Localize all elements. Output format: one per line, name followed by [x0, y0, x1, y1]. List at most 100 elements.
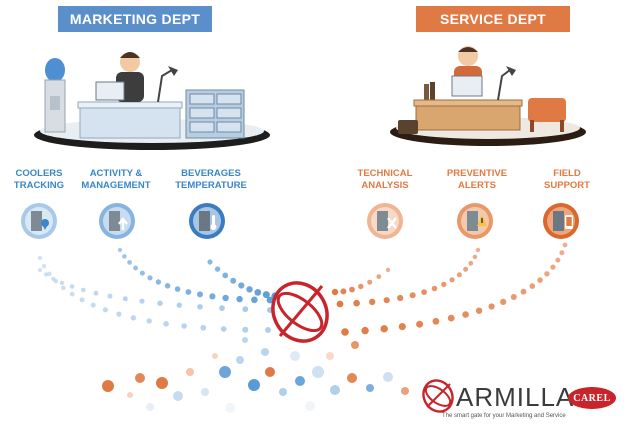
flow-dot	[248, 379, 260, 391]
flow-dot	[146, 403, 154, 411]
flow-dot	[242, 306, 249, 313]
flow-dot	[544, 271, 550, 277]
flow-dot	[51, 276, 56, 281]
flow-dot	[163, 321, 169, 327]
flow-dot	[265, 327, 271, 333]
flow-dot	[475, 307, 483, 314]
flow-dot	[336, 300, 344, 308]
flow-dot	[520, 288, 527, 295]
flow-dot	[409, 292, 416, 299]
flow-dot	[383, 372, 393, 382]
flow-dot	[349, 286, 355, 293]
flow-dot	[214, 266, 221, 272]
warning-triangle-icon	[477, 215, 487, 226]
flow-dot	[550, 264, 556, 270]
flow-dot	[222, 294, 229, 302]
flow-dot	[127, 260, 132, 265]
flow-dot	[157, 300, 163, 306]
flow-dot	[174, 286, 181, 292]
flow-dot	[155, 279, 162, 285]
flow-dot	[441, 281, 447, 288]
flow-dot	[122, 254, 127, 259]
coolers-tracking-label: COOLERS TRACKING	[13, 168, 65, 191]
flow-dot	[37, 255, 43, 261]
flow-dot	[340, 288, 347, 295]
upload-arrow-icon	[118, 217, 128, 230]
flow-dot	[164, 283, 171, 289]
flow-dot	[102, 380, 114, 392]
flow-dot	[225, 403, 235, 413]
flow-dot	[380, 325, 388, 333]
brand-tagline: The smart gate for your Marketing and Se…	[442, 413, 566, 419]
flow-dot	[401, 387, 409, 395]
flow-dot	[139, 298, 145, 304]
flow-dot	[398, 323, 406, 331]
flow-dot	[347, 373, 357, 383]
flow-dot	[397, 294, 404, 302]
flow-dot	[117, 247, 123, 253]
armilla-logo-icon	[422, 379, 454, 413]
flow-dot	[432, 317, 440, 325]
flow-dot	[230, 277, 237, 284]
marketing-dept-banner: MARKETING DEPT	[58, 6, 212, 32]
technical-analysis-badge	[367, 203, 403, 239]
flow-dot	[38, 268, 42, 272]
flow-dot	[341, 328, 349, 336]
flow-dot	[246, 286, 253, 293]
flow-dot	[47, 271, 52, 277]
beverages-temperature-label: BEVERAGES TEMPERATURE	[175, 168, 247, 191]
field-support-label: FIELD SUPPORT	[544, 168, 590, 191]
flow-dot	[130, 315, 137, 321]
flow-dot	[559, 250, 565, 256]
flow-dot	[279, 388, 287, 396]
flow-dot	[312, 366, 324, 378]
preventive-alerts-badge	[457, 203, 493, 239]
flow-dot	[462, 311, 469, 318]
flow-dot	[219, 366, 231, 378]
flow-dot	[295, 376, 305, 386]
flow-dot	[351, 341, 359, 349]
flow-dot	[79, 297, 85, 303]
flow-dot	[331, 288, 339, 296]
flow-dot	[186, 368, 194, 376]
flow-dot	[367, 279, 373, 285]
flow-dot	[266, 296, 274, 304]
flow-dot	[251, 296, 258, 304]
flow-dot	[41, 264, 47, 269]
technical-analysis-label: TECHNICAL ANALYSIS	[357, 168, 413, 191]
flow-dot	[69, 291, 75, 297]
flow-dot	[219, 305, 225, 311]
flow-dot	[127, 392, 133, 398]
flow-dot	[181, 323, 187, 329]
flow-dot	[242, 326, 249, 333]
flow-dot	[472, 254, 478, 260]
flow-dot	[156, 377, 168, 389]
flow-dot	[236, 295, 243, 303]
flow-dot	[135, 373, 145, 383]
flow-dot	[81, 287, 86, 293]
flow-dot	[385, 267, 391, 273]
flow-dot	[146, 318, 152, 324]
flow-dot	[90, 302, 96, 308]
flow-dot	[366, 384, 374, 392]
field-support-badge	[543, 203, 579, 239]
wrench-screwdriver-icon	[387, 217, 397, 229]
flow-dot	[133, 265, 139, 271]
flow-dot	[59, 280, 65, 285]
flow-dot	[238, 282, 245, 289]
flow-dot	[43, 272, 49, 277]
flow-dot	[107, 293, 113, 299]
flow-dot	[456, 272, 462, 278]
flow-dot	[463, 266, 469, 272]
flow-dot	[93, 290, 99, 296]
activity-management-badge	[99, 203, 135, 239]
flow-dot	[500, 298, 507, 305]
flow-dot	[449, 277, 455, 283]
flow-dot	[290, 351, 300, 361]
carel-logo: CAREL	[568, 387, 616, 409]
flow-dot	[61, 285, 66, 291]
flow-dot	[220, 326, 227, 332]
smartphone-icon	[565, 215, 573, 229]
flow-dot	[447, 314, 455, 322]
flow-dot	[529, 283, 536, 289]
